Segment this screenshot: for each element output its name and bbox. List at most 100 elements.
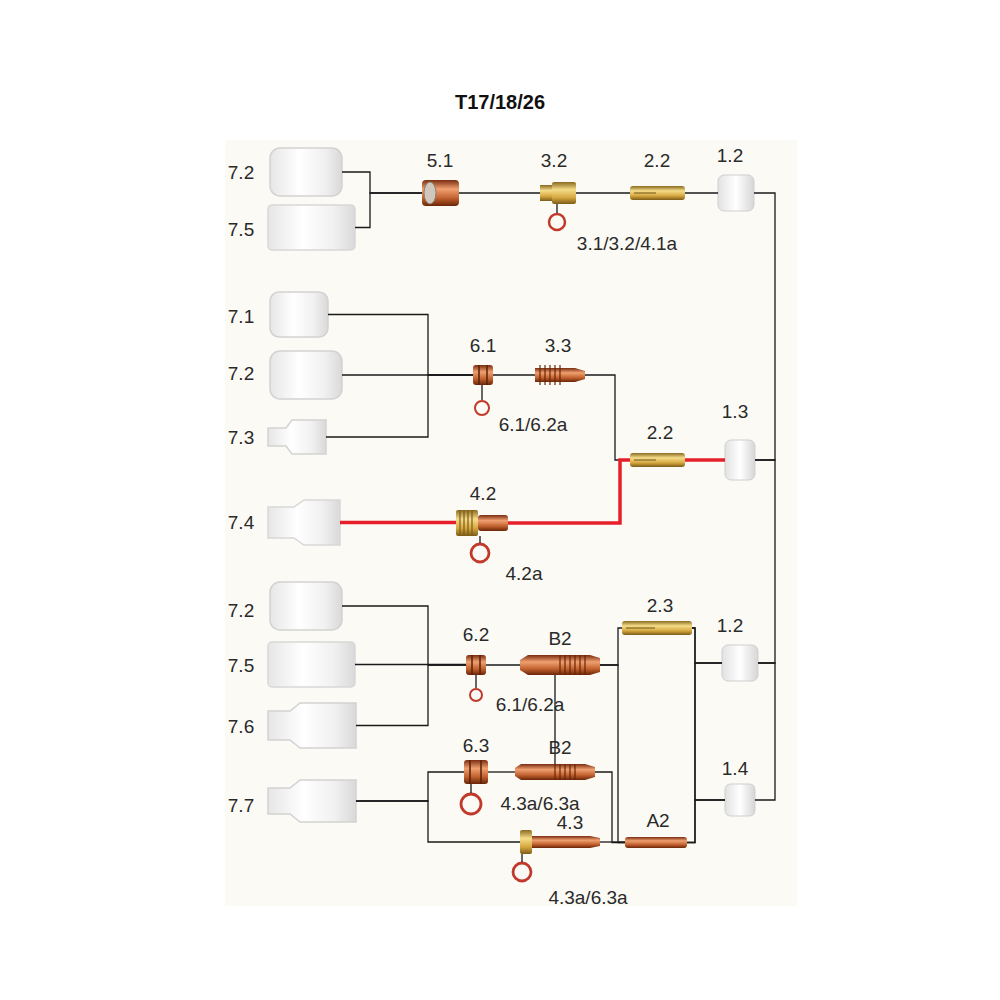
thread [555, 764, 575, 780]
connector-line [600, 841, 625, 842]
collet-body [515, 764, 595, 780]
collet-slit [626, 628, 655, 629]
connector-line [595, 772, 625, 843]
part-box: 6.2 [466, 655, 486, 675]
part-box: 2.2 [630, 186, 685, 200]
collet [630, 453, 685, 467]
connector-line [576, 192, 630, 193]
part-box: 3.3 [535, 365, 585, 385]
ring-groove [480, 760, 482, 784]
part-box: 7.3 [268, 420, 326, 454]
collet-slit [634, 193, 656, 194]
part-box: 7.4 [268, 500, 340, 545]
connector-line [475, 675, 476, 688]
callout-number: 1.2 [717, 616, 743, 635]
part-box: 7.2 [270, 148, 342, 196]
part-box: 4.2 [456, 510, 508, 536]
glass-cup [270, 148, 342, 196]
callout-number: 4.3 [557, 813, 583, 832]
collet-body [540, 185, 552, 201]
callout-number: 7.4 [228, 513, 254, 532]
connector-line [479, 536, 480, 543]
connector-line [687, 663, 722, 843]
part-box: 1.3 [725, 440, 755, 480]
part-box: 7.1 [270, 292, 328, 337]
diagram-title: T17/18/26 [0, 91, 1000, 114]
thread [460, 510, 472, 536]
connector-line [342, 172, 422, 193]
connector-line [356, 772, 464, 801]
connector-line [342, 606, 466, 665]
part-box: 6.3 [464, 760, 488, 784]
gas-lens-body [520, 830, 532, 854]
glass-cup [270, 582, 342, 630]
part-box: A2 [625, 837, 687, 848]
part-box: 3.1/3.2/4.1a [548, 213, 566, 231]
callout-number: 4.3a/6.3a [500, 794, 579, 813]
part-box: 4.2a [470, 543, 490, 563]
gas-lens-body [532, 836, 600, 848]
o-ring [461, 794, 481, 814]
glass-cup [270, 351, 342, 399]
callout-number: 6.1 [470, 336, 496, 355]
ring-groove [469, 760, 471, 784]
callout-number: 7.3 [228, 428, 254, 447]
highlight-connector [685, 458, 725, 462]
part-box: 6.1/6.2a [469, 688, 483, 702]
part-box: 1.4 [725, 784, 755, 816]
callout-number: 2.2 [644, 151, 670, 170]
callout-number: 7.5 [228, 220, 254, 239]
connector-line [755, 663, 775, 800]
callout-number: B2 [548, 738, 571, 757]
callout-number: 7.5 [228, 656, 254, 675]
ring-groove [479, 655, 481, 675]
o-ring [471, 544, 489, 562]
connector-line [356, 801, 520, 842]
connector-line [600, 628, 622, 665]
insulator [718, 175, 754, 211]
part-box: B2 [515, 764, 595, 780]
part-box: 7.5 [268, 205, 355, 250]
part-box: 7.2 [270, 582, 342, 630]
callout-number: 7.1 [228, 307, 254, 326]
callout-number: 6.2 [463, 625, 489, 644]
gas-lens-mesh [424, 182, 436, 204]
connector-line [326, 375, 473, 437]
glass-cup [270, 292, 328, 337]
part-box: 2.2 [630, 453, 685, 467]
part-box: 4.3 [520, 830, 600, 854]
insulator [725, 784, 755, 816]
glass-cup [268, 500, 340, 545]
o-ring [513, 863, 531, 881]
highlight-connector [508, 460, 630, 523]
connector-line [556, 204, 557, 213]
o-ring [470, 689, 482, 701]
part-box: 7.7 [268, 780, 356, 822]
connector-line [687, 800, 725, 843]
callout-number: 6.1/6.2a [499, 415, 568, 434]
part-box: 1.2 [718, 175, 754, 211]
callout-number: 1.3 [722, 402, 748, 421]
gas-lens-body [478, 515, 508, 531]
connector-line [486, 664, 520, 665]
part-box: 3.2 [540, 182, 576, 204]
callout-number: 6.1/6.2a [496, 695, 565, 714]
part-box: 1.2 [722, 645, 758, 681]
o-ring [475, 401, 489, 415]
gas-saver [473, 365, 493, 385]
connector-line [755, 460, 775, 663]
gas-saver [466, 655, 486, 675]
connector-line [493, 374, 535, 375]
gas-lens [422, 180, 459, 206]
part-box: B2 [520, 655, 600, 675]
part-box: 5.1 [422, 180, 459, 206]
ring-groove [471, 655, 473, 675]
callout-number: 2.2 [647, 423, 673, 442]
collet [622, 621, 692, 635]
callout-number: 3.3 [545, 336, 571, 355]
part-box: 6.1/6.2a [474, 400, 490, 416]
background-panel [225, 140, 797, 906]
gas-lens-body [456, 510, 478, 536]
